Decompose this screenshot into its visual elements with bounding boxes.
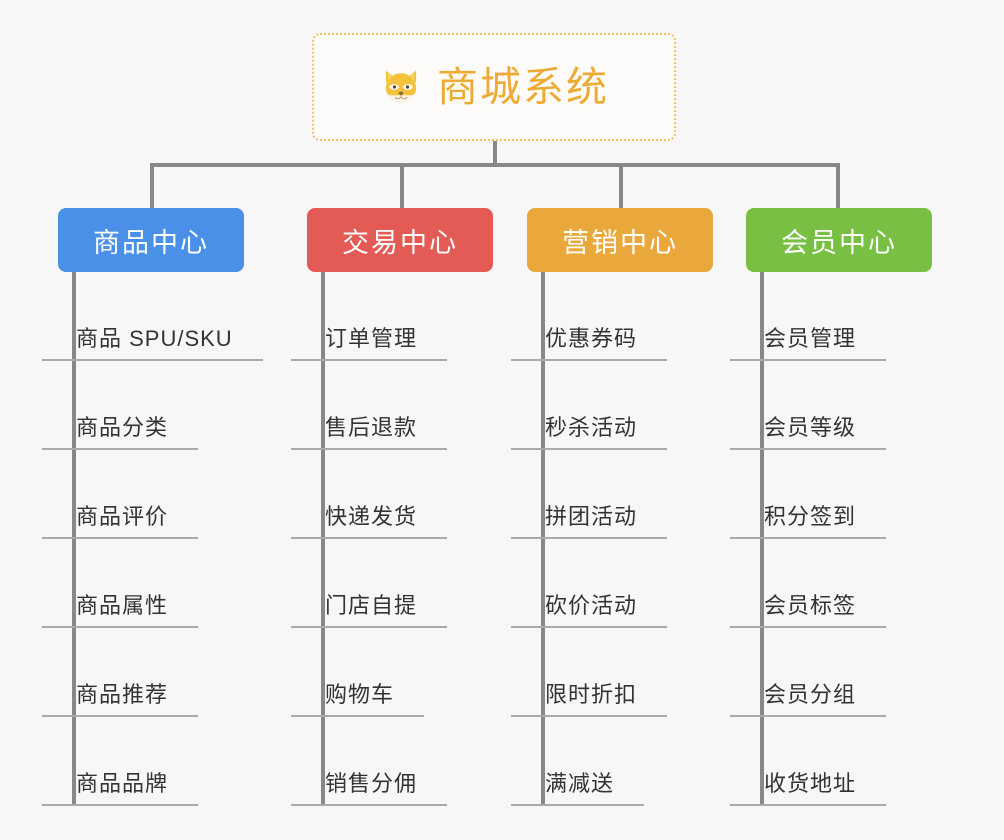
- leaf-rail-product-center: 商品 SPU/SKU 商品分类商品评价商品属性商品推荐商品品牌: [42, 272, 308, 806]
- connector-drop-trade-center: [400, 163, 404, 209]
- leaf-item-label: 快递发货: [291, 499, 448, 539]
- category-header-label: 商品中心: [93, 227, 209, 258]
- connector-drop-product-center: [150, 163, 154, 209]
- category-column-member-center: 会员中心会员管理会员等级积分签到会员标签会员分组收货地址: [730, 208, 996, 806]
- leaf-item-label: 门店自提: [291, 588, 448, 628]
- leaf-item-label: 订单管理: [291, 321, 448, 361]
- connector-root-stem: [493, 141, 497, 165]
- leaf-item-label: 收货地址: [730, 766, 887, 806]
- leaf-item-label: 会员管理: [730, 321, 887, 361]
- leaf-item[interactable]: 商品属性: [42, 539, 308, 628]
- leaf-item[interactable]: 秒杀活动: [511, 361, 777, 450]
- shiba-dog-face-icon: [379, 65, 423, 109]
- leaf-item-label: 商品评价: [42, 499, 199, 539]
- leaf-item-label: 满减送: [511, 766, 645, 806]
- leaf-item[interactable]: 积分签到: [730, 450, 996, 539]
- leaf-item-label: 会员标签: [730, 588, 887, 628]
- category-header-marketing-center[interactable]: 营销中心: [527, 208, 713, 272]
- leaf-item-label: 限时折扣: [511, 677, 668, 717]
- leaf-item[interactable]: 商品 SPU/SKU: [42, 272, 308, 361]
- leaf-item[interactable]: 商品评价: [42, 450, 308, 539]
- root-node[interactable]: 商城系统: [312, 33, 676, 141]
- leaf-item[interactable]: 拼团活动: [511, 450, 777, 539]
- leaf-item[interactable]: 商品分类: [42, 361, 308, 450]
- leaf-item[interactable]: 售后退款: [291, 361, 557, 450]
- leaf-item-label: 商品分类: [42, 410, 199, 450]
- leaf-item-label: 商品推荐: [42, 677, 199, 717]
- leaf-item-label: 商品 SPU/SKU: [42, 321, 263, 361]
- leaf-item[interactable]: 销售分佣: [291, 717, 557, 806]
- leaf-item-label: 砍价活动: [511, 588, 668, 628]
- leaf-item[interactable]: 门店自提: [291, 539, 557, 628]
- leaf-item-label: 购物车: [291, 677, 425, 717]
- leaf-rail-marketing-center: 优惠券码秒杀活动拼团活动砍价活动限时折扣满减送: [511, 272, 777, 806]
- category-column-marketing-center: 营销中心优惠券码秒杀活动拼团活动砍价活动限时折扣满减送: [511, 208, 777, 806]
- leaf-item-label: 秒杀活动: [511, 410, 668, 450]
- leaf-rail-trade-center: 订单管理售后退款快递发货门店自提购物车销售分佣: [291, 272, 557, 806]
- leaf-item-label: 售后退款: [291, 410, 448, 450]
- leaf-item[interactable]: 优惠券码: [511, 272, 777, 361]
- leaf-item[interactable]: 砍价活动: [511, 539, 777, 628]
- leaf-item[interactable]: 商品品牌: [42, 717, 308, 806]
- leaf-item[interactable]: 购物车: [291, 628, 557, 717]
- leaf-item[interactable]: 会员分组: [730, 628, 996, 717]
- connector-drop-marketing-center: [619, 163, 623, 209]
- leaf-item[interactable]: 会员等级: [730, 361, 996, 450]
- category-header-trade-center[interactable]: 交易中心: [307, 208, 493, 272]
- leaf-item-label: 商品属性: [42, 588, 199, 628]
- leaf-item-label: 会员等级: [730, 410, 887, 450]
- category-header-label: 会员中心: [781, 227, 897, 258]
- leaf-item[interactable]: 会员标签: [730, 539, 996, 628]
- connector-horizontal-bus: [150, 163, 840, 167]
- leaf-item-label: 积分签到: [730, 499, 887, 539]
- leaf-item-label: 优惠券码: [511, 321, 668, 361]
- leaf-item-label: 销售分佣: [291, 766, 448, 806]
- leaf-item[interactable]: 限时折扣: [511, 628, 777, 717]
- leaf-item[interactable]: 会员管理: [730, 272, 996, 361]
- leaf-item[interactable]: 订单管理: [291, 272, 557, 361]
- root-title: 商城系统: [437, 63, 609, 110]
- leaf-item[interactable]: 商品推荐: [42, 628, 308, 717]
- leaf-item-label: 拼团活动: [511, 499, 668, 539]
- connector-drop-member-center: [836, 163, 840, 209]
- category-header-label: 交易中心: [342, 227, 458, 258]
- leaf-rail-member-center: 会员管理会员等级积分签到会员标签会员分组收货地址: [730, 272, 996, 806]
- leaf-item[interactable]: 满减送: [511, 717, 777, 806]
- leaf-item[interactable]: 收货地址: [730, 717, 996, 806]
- leaf-item[interactable]: 快递发货: [291, 450, 557, 539]
- leaf-item-label: 商品品牌: [42, 766, 199, 806]
- category-column-trade-center: 交易中心订单管理售后退款快递发货门店自提购物车销售分佣: [291, 208, 557, 806]
- category-header-product-center[interactable]: 商品中心: [58, 208, 244, 272]
- category-header-member-center[interactable]: 会员中心: [746, 208, 932, 272]
- leaf-item-label: 会员分组: [730, 677, 887, 717]
- category-header-label: 营销中心: [562, 227, 678, 258]
- category-column-product-center: 商品中心商品 SPU/SKU 商品分类商品评价商品属性商品推荐商品品牌: [42, 208, 308, 806]
